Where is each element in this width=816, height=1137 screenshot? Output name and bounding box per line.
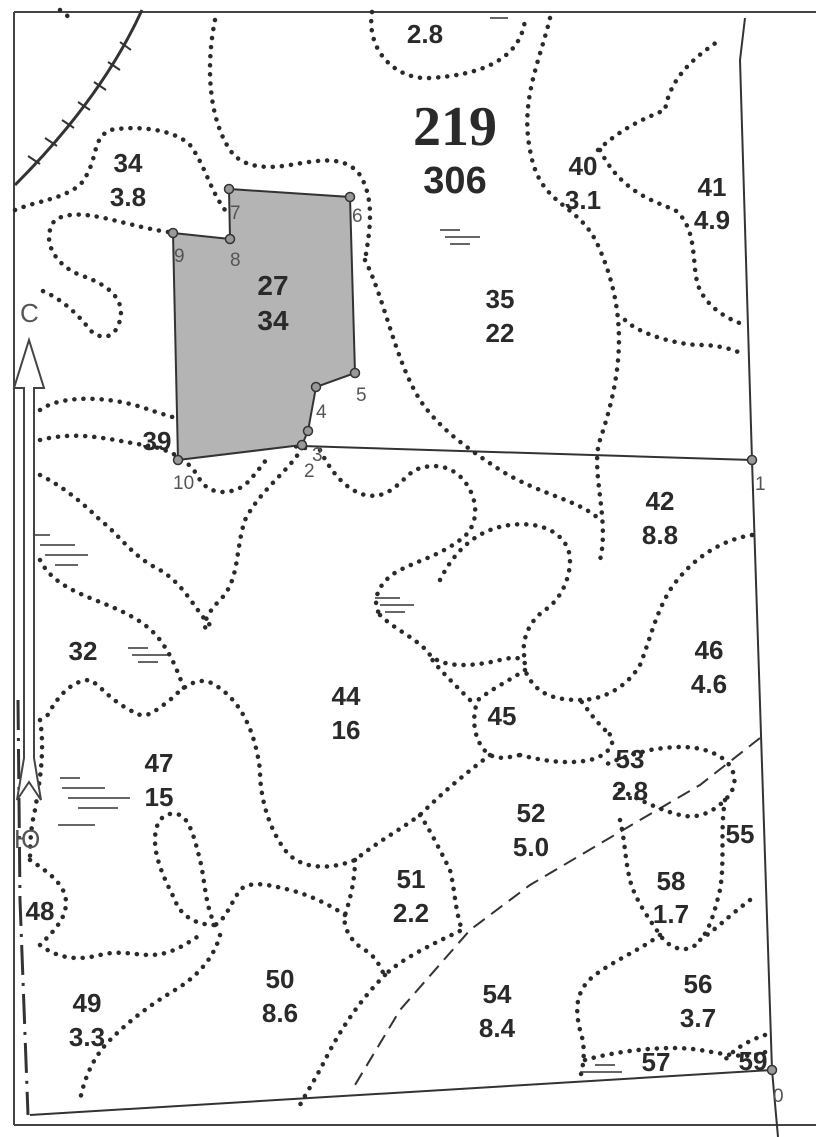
parcel-number: 46 [695,635,724,665]
vertex-label: 5 [356,385,367,406]
vertex-markers [167,183,778,1076]
parcel-number: 59 [739,1046,768,1076]
parcel-area: 16 [332,715,361,745]
dashed-road [354,737,761,1086]
parcel-labels: 2.8 34 3.8 27 34 35 22 40 3.1 41 4.9 39 … [26,19,768,1077]
parcel-number: 45 [488,701,517,731]
parcel-area: 2.8 [407,19,443,49]
parcel-number: 52 [517,798,546,828]
parcel-area: 3.8 [110,182,146,212]
parcel-area: 8.4 [479,1013,516,1043]
parcel-number: 42 [646,486,675,516]
parcel-number: 44 [332,681,361,711]
parcel-number: 27 [257,270,288,301]
vertex-label: 0 [773,1086,784,1107]
vertex-label: 6 [352,206,363,227]
parcel-area: 8.6 [262,998,298,1028]
parcel-number: 56 [684,969,713,999]
parcel-area: 34 [257,305,289,336]
selected-plot-area [171,187,357,462]
quarter-number: 219 [413,96,497,158]
parcel-number: 57 [642,1047,671,1077]
parcel-area: 5.0 [513,832,549,862]
parcel-number: 58 [657,866,686,896]
parcel-number: 55 [726,819,755,849]
parcel-number: 39 [143,426,172,456]
parcel-number: 41 [698,172,727,202]
quarter-area: 306 [423,160,486,202]
vertex-label: 8 [230,250,241,271]
parcel-number: 54 [483,979,512,1009]
parcel-area: 1.7 [653,899,689,929]
parcel-area: 3.7 [680,1003,716,1033]
parcel-number: 47 [145,748,174,778]
vertex-label: 2 [304,461,315,482]
parcel-area: 3.1 [565,185,601,215]
south-label: Ю [14,824,40,854]
parcel-area: 3.3 [69,1022,105,1052]
vertex-label: 7 [230,203,241,224]
marsh-hatching [30,17,622,1073]
vertex-label: 9 [174,246,185,267]
north-arrow-icon [12,336,46,801]
north-label: С [20,298,39,328]
parcel-area: 22 [486,318,515,348]
parcel-number: 35 [486,284,515,314]
north-arrow: С Ю [12,298,46,854]
parcel-number: 50 [266,964,295,994]
vertex-label: 1 [755,474,766,495]
parcel-area: 4.9 [694,205,730,235]
vertex-labels: 0 1 2 3 4 5 6 7 8 9 10 [173,203,784,1107]
parcel-number: 34 [114,148,143,178]
parcel-contours [12,7,773,1108]
parcel-area: 2.2 [393,898,429,928]
parcel-area: 2.8 [612,776,648,806]
parcel-number: 53 [616,744,645,774]
vertex-label: 10 [173,473,194,494]
parcel-number: 51 [397,864,426,894]
parcel-area: 15 [145,782,174,812]
road-top-left [13,9,144,187]
parcel-area: 8.8 [642,520,678,550]
parcel-number: 40 [569,151,598,181]
vertex-label: 3 [312,445,323,466]
vertex-label: 4 [316,402,327,423]
dash-dot-boundary [16,699,30,1116]
parcel-number: 49 [73,988,102,1018]
parcel-number: 32 [69,636,98,666]
parcel-number: 48 [26,896,55,926]
parcel-area: 4.6 [691,669,727,699]
